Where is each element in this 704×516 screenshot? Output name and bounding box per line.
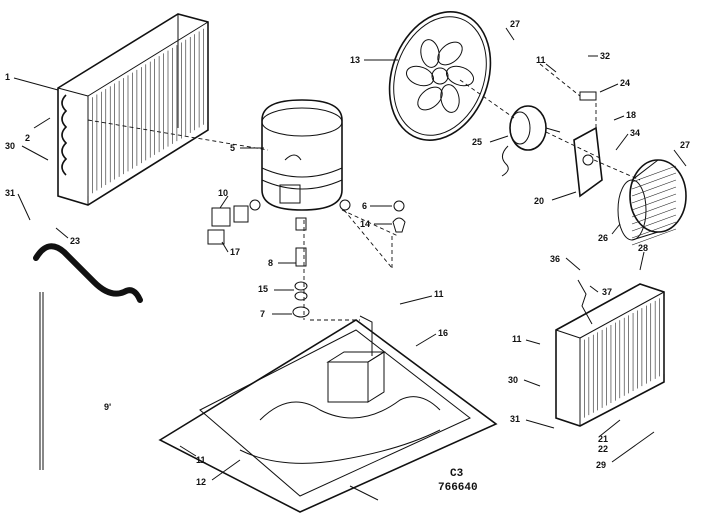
part-label: 11 <box>512 334 522 344</box>
blower-slat <box>631 200 677 218</box>
part-label: 27 <box>680 140 690 150</box>
part-label: 34 <box>630 128 640 138</box>
assembly-lines <box>87 63 641 321</box>
evaporator-coil <box>555 279 665 427</box>
fan-blade <box>437 41 463 66</box>
part-label: 17 <box>230 247 240 257</box>
part-label: 28 <box>638 243 648 253</box>
part-label: 11 <box>434 289 444 299</box>
blower-slat <box>631 207 677 225</box>
part-label: 27 <box>510 19 520 29</box>
part-label: 20 <box>534 196 544 206</box>
part-label: 30 <box>508 375 518 385</box>
overload-relay <box>207 205 249 245</box>
part-label: 5 <box>230 143 235 153</box>
part-label: 11 <box>196 455 206 465</box>
blower-slat <box>631 221 677 239</box>
part-label: 21 <box>598 434 608 444</box>
part-label: 10 <box>218 188 228 198</box>
part-label: 8 <box>268 258 273 268</box>
part-labels: 1 2 30 31 23 5 10 17 8 15 7 6 14 13 27 1… <box>5 19 690 487</box>
blower-slat <box>631 165 677 183</box>
part-label: 18 <box>626 110 636 120</box>
fan-shroud <box>388 11 492 141</box>
fan-blade <box>417 86 443 111</box>
part-label: 31 <box>510 414 520 424</box>
part-label: 32 <box>600 51 610 61</box>
part-label: 15 <box>258 284 268 294</box>
drain-tube <box>33 243 143 470</box>
part-label: 26 <box>598 233 608 243</box>
fan-motor <box>501 105 561 177</box>
part-label: 31 <box>5 188 15 198</box>
mounting-parts <box>292 200 406 318</box>
part-label: 37 <box>602 287 612 297</box>
fan-blade <box>405 65 435 87</box>
part-label: 6 <box>362 201 367 211</box>
diagram-code-line-1: C3 <box>450 468 464 480</box>
motor-bracket <box>573 91 603 198</box>
base-pan <box>158 315 498 513</box>
blower-slat <box>631 186 677 204</box>
blower-slat <box>631 193 677 211</box>
fan-blade <box>445 65 475 87</box>
part-label: 16 <box>438 328 448 338</box>
part-label: 29 <box>596 460 606 470</box>
part-label: 7 <box>260 309 265 319</box>
fan-blade <box>440 84 460 113</box>
blower-wheel <box>617 159 687 246</box>
part-label: 12 <box>196 477 206 487</box>
leader-lines <box>13 27 687 481</box>
part-label: 14 <box>360 219 370 229</box>
stray-mark: 9' <box>104 402 111 412</box>
part-label: 24 <box>620 78 630 88</box>
part-label: 13 <box>350 55 360 65</box>
part-label: 11 <box>536 55 546 65</box>
blower-slat <box>631 214 677 232</box>
diagram-code-line-2: 766640 <box>438 482 478 494</box>
blower-slat <box>631 228 677 246</box>
part-label: 36 <box>550 254 560 264</box>
part-label: 25 <box>472 137 482 147</box>
blower-slat <box>631 179 677 197</box>
blower-slat <box>631 172 677 190</box>
part-label: 22 <box>598 444 608 454</box>
part-label: 2 <box>25 133 30 143</box>
fan-blade <box>420 39 440 68</box>
part-label: 23 <box>70 236 80 246</box>
condenser-coil <box>57 13 209 206</box>
part-label: 1 <box>5 72 10 82</box>
compressor <box>249 99 351 231</box>
part-label: 30 <box>5 141 15 151</box>
